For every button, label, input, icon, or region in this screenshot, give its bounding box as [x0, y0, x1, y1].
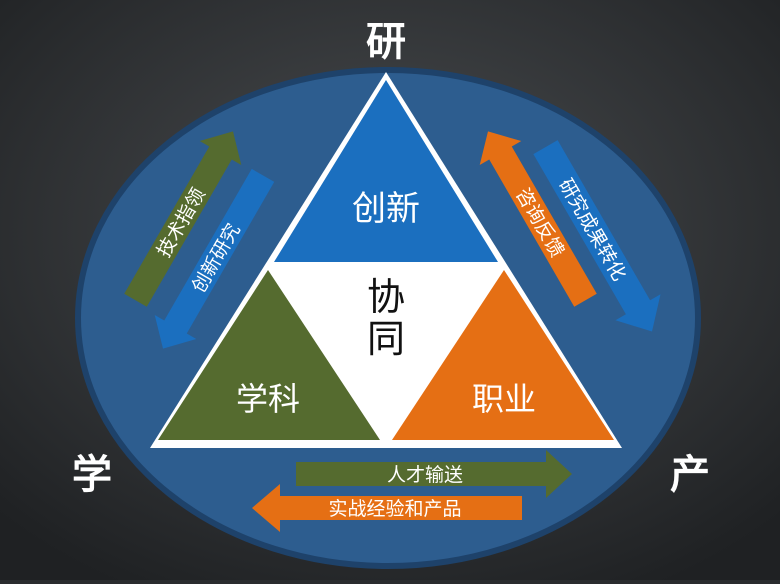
label-discipline: 学科 [236, 380, 300, 418]
corner-industry: 产 [670, 452, 710, 498]
label-innovation: 创新 [352, 189, 420, 229]
arrow-bottom-lower-label: 实战经验和产品 [328, 498, 461, 520]
arrow-left-inner-shape [154, 168, 275, 349]
arrow-bottom-upper-shape [296, 450, 572, 498]
triangle-right-profession [392, 270, 614, 440]
label-center-2: 同 [367, 317, 405, 361]
arrow-left-outer-shape [124, 131, 242, 307]
arrow-right-outer-shape [479, 131, 597, 307]
arrow-bottom-lower: 实战经验和产品 [252, 484, 522, 532]
arrow-bottom-upper: 人才输送 [296, 450, 572, 498]
corner-study: 学 [72, 452, 112, 498]
triangle-left-discipline [158, 270, 380, 440]
label-center-1: 协 [367, 275, 405, 319]
corner-research: 研 [366, 19, 406, 65]
label-profession: 职业 [472, 380, 536, 418]
arrow-bottom-upper-label: 人才输送 [387, 464, 463, 486]
arrow-bottom-lower-shape [252, 484, 522, 532]
arrow-right-inner-shape [533, 140, 661, 332]
triangle-top-innovation [274, 80, 498, 262]
